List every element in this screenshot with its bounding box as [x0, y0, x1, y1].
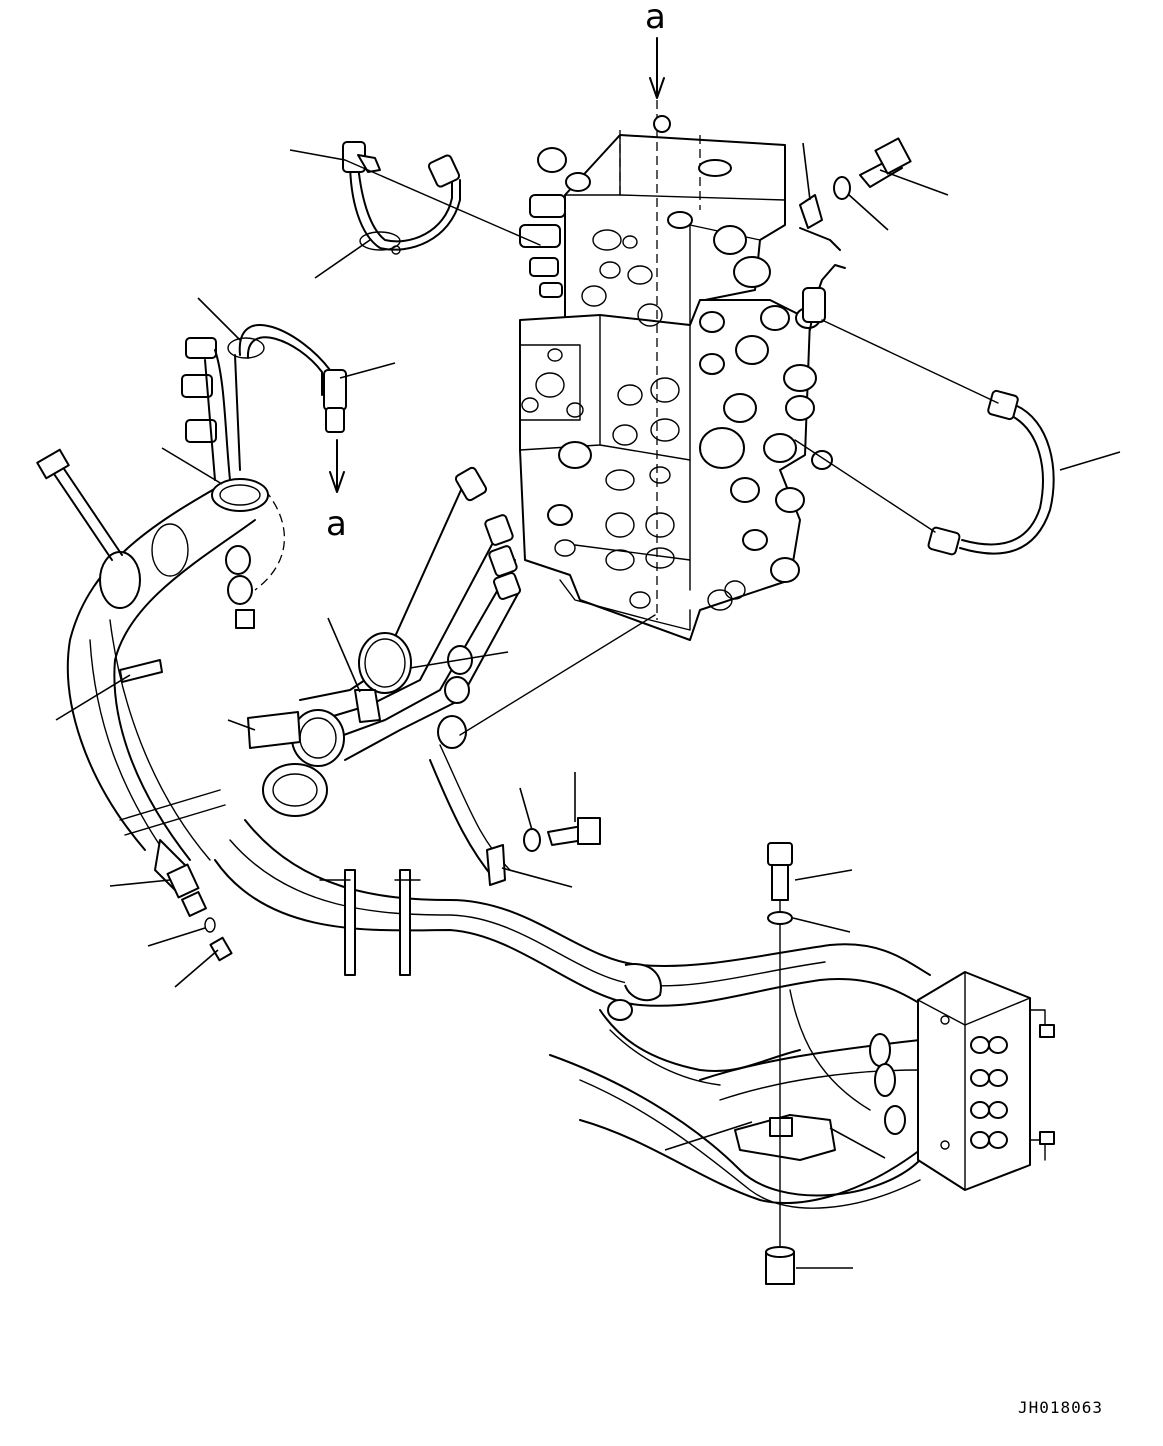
bolt-center [547, 817, 601, 846]
leader-lines [55, 142, 1121, 1269]
bolt-top-right [859, 137, 912, 188]
clip-top-right [799, 194, 841, 251]
hose-bundle-left [36, 337, 286, 962]
bolt-lower [767, 842, 793, 1251]
pilot-hose-left: a [227, 324, 347, 544]
pilot-hose-harness [214, 744, 931, 1209]
solenoid-valve-block [917, 971, 1055, 1191]
washer-lower [767, 911, 793, 925]
washer-center [523, 828, 541, 852]
view-label-top: a [645, 0, 666, 37]
hose-clamp-assembly [247, 466, 521, 817]
view-label-arrow: a [326, 504, 347, 544]
drawing-number: JH018063 [1018, 1398, 1103, 1417]
view-arrow-top: a [645, 0, 666, 99]
pilot-hose-upper [342, 141, 461, 255]
control-valve [519, 100, 846, 641]
right-hose [927, 389, 1055, 556]
washer-top-right [833, 176, 851, 200]
spacer [765, 1246, 795, 1285]
